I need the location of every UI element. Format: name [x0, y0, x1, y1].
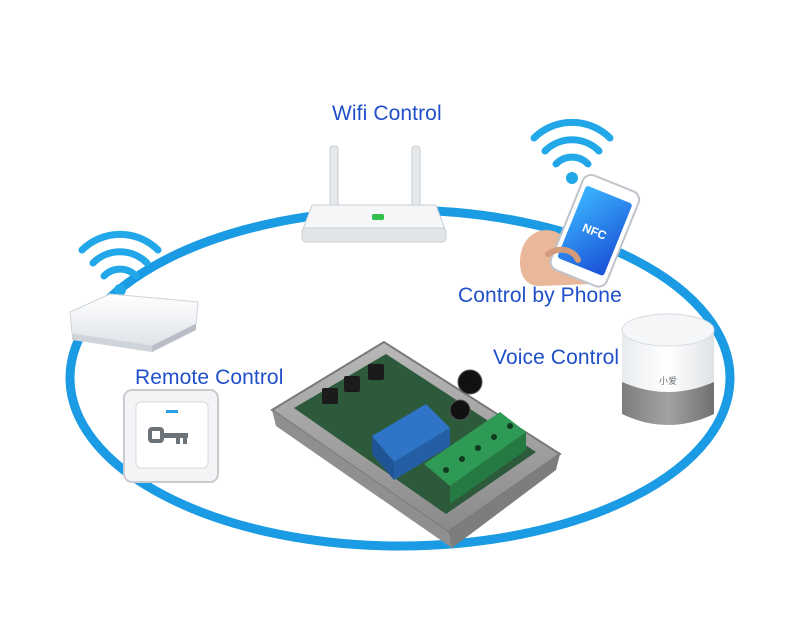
- smart-speaker: 小爱: [621, 313, 715, 425]
- label-remote-control: Remote Control: [135, 366, 284, 389]
- label-wifi-control: Wifi Control: [332, 102, 442, 125]
- speaker-brand-text: 小爱: [659, 376, 677, 387]
- label-control-by-phone: Control by Phone: [458, 284, 622, 307]
- smartphone-in-hand: NFC: [520, 173, 641, 288]
- wifi-router: [301, 145, 447, 243]
- wifi-signal-icon: [530, 118, 614, 184]
- smart-hub: [69, 293, 199, 352]
- label-voice-control: Voice Control: [493, 346, 620, 369]
- key-icon: [148, 427, 188, 444]
- wifi-signal-icon: [78, 230, 162, 296]
- relay-controller: [270, 340, 562, 548]
- wall-switch: [123, 389, 219, 483]
